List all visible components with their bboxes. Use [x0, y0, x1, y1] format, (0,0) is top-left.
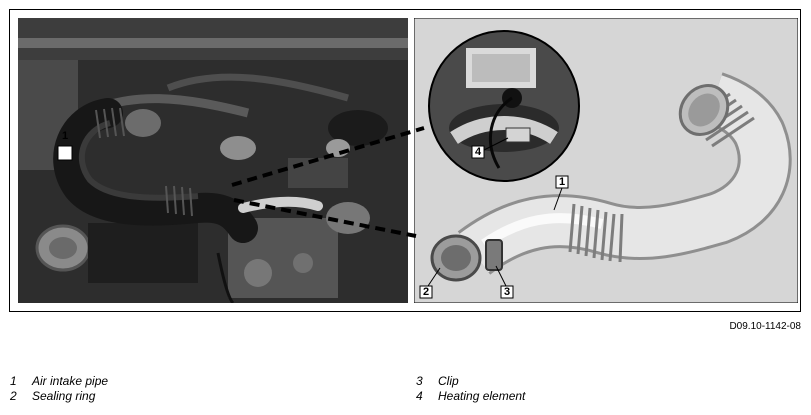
legend-item-label: Clip: [438, 374, 459, 388]
heating-element-zoom-inset: [428, 30, 580, 182]
pipe-bellows-lower: [568, 203, 624, 263]
callout-2: 2: [422, 286, 430, 298]
legend-item: 1 Air intake pipe: [10, 374, 108, 389]
legend-left: 1 Air intake pipe 2 Sealing ring: [10, 374, 108, 404]
legend-item-number: 1: [10, 374, 17, 388]
air-intake-pipe-in-photo: [53, 98, 258, 243]
legend-right: 3 Clip 4 Heating element: [416, 374, 525, 404]
callout-1-detail: 1: [558, 176, 566, 188]
clip: [485, 239, 503, 271]
legend-item: 3 Clip: [416, 374, 525, 389]
legend-item-number: 2: [10, 389, 17, 403]
legend-item-number: 4: [416, 389, 423, 403]
legend-item: 2 Sealing ring: [10, 389, 108, 404]
air-intake-pipe: [457, 72, 792, 275]
figure-id: D09.10-1142-08: [729, 321, 801, 332]
detail-illustration: [414, 18, 798, 303]
callout-3: 3: [503, 286, 511, 298]
legend-item-label: Heating element: [438, 389, 526, 403]
heating-element: [505, 127, 531, 143]
callout-1-photo: 1: [61, 130, 69, 142]
legend-item-label: Sealing ring: [32, 389, 96, 403]
callout-4: 4: [474, 146, 482, 158]
legend-item-number: 3: [416, 374, 423, 388]
legend-item: 4 Heating element: [416, 389, 525, 404]
legend-item-label: Air intake pipe: [32, 374, 109, 388]
engine-bay-photo: [18, 18, 408, 303]
